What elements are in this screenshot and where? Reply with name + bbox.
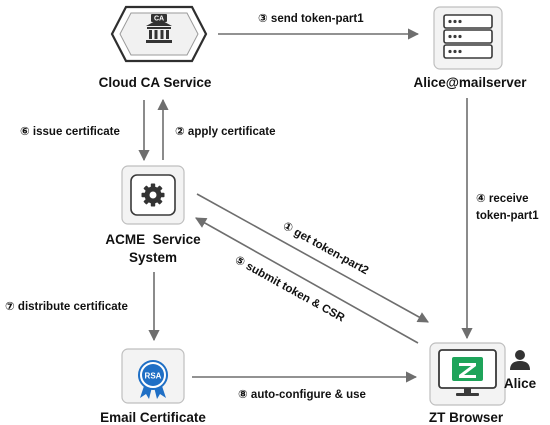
user-icon — [510, 350, 530, 370]
mailserver-node: Alice@mailserver — [414, 6, 528, 90]
gear-icon — [141, 183, 165, 207]
step-submit-token-csr: ⑤ submit token & CSR — [233, 254, 347, 325]
step-distribute-certificate: ⑦ distribute certificate — [5, 301, 128, 313]
step-receive-line2: token-part1 — [476, 210, 539, 222]
bank-icon — [146, 14, 172, 43]
step-receive-line1: ④ receive — [476, 193, 529, 205]
step-issue-certificate: ⑥ issue certificate — [20, 126, 120, 138]
acme-node: ACME Service System — [105, 165, 201, 265]
zt-browser-node: Alice ZT Browser — [429, 342, 537, 425]
certificate-seal-icon — [138, 360, 168, 399]
server-icon — [443, 14, 493, 59]
arrow-submit-token-csr — [195, 217, 419, 344]
user-name: Alice — [504, 376, 537, 391]
step-auto-configure: ⑧ auto-configure & use — [238, 389, 366, 401]
cloud-ca-badge: CA — [154, 16, 164, 23]
cloud-ca-label: Cloud CA Service — [99, 75, 212, 90]
monitor-icon — [438, 349, 497, 396]
rsa-badge: RSA — [145, 372, 162, 381]
acme-label-line2: System — [129, 250, 177, 265]
acme-label-line1: ACME Service — [105, 232, 201, 247]
arrows — [138, 28, 473, 383]
cloud-ca-node: CA Cloud CA Service — [99, 5, 212, 90]
email-certificate-node: RSA Email Certificate — [100, 348, 206, 425]
arrow-get-token-part2 — [196, 193, 429, 323]
step-apply-certificate: ② apply certificate — [175, 126, 276, 138]
step-send-token-part1: ③ send token-part1 — [258, 13, 364, 25]
email-certificate-label: Email Certificate — [100, 410, 206, 425]
mailserver-label: Alice@mailserver — [414, 75, 528, 90]
zt-browser-label: ZT Browser — [429, 410, 504, 425]
